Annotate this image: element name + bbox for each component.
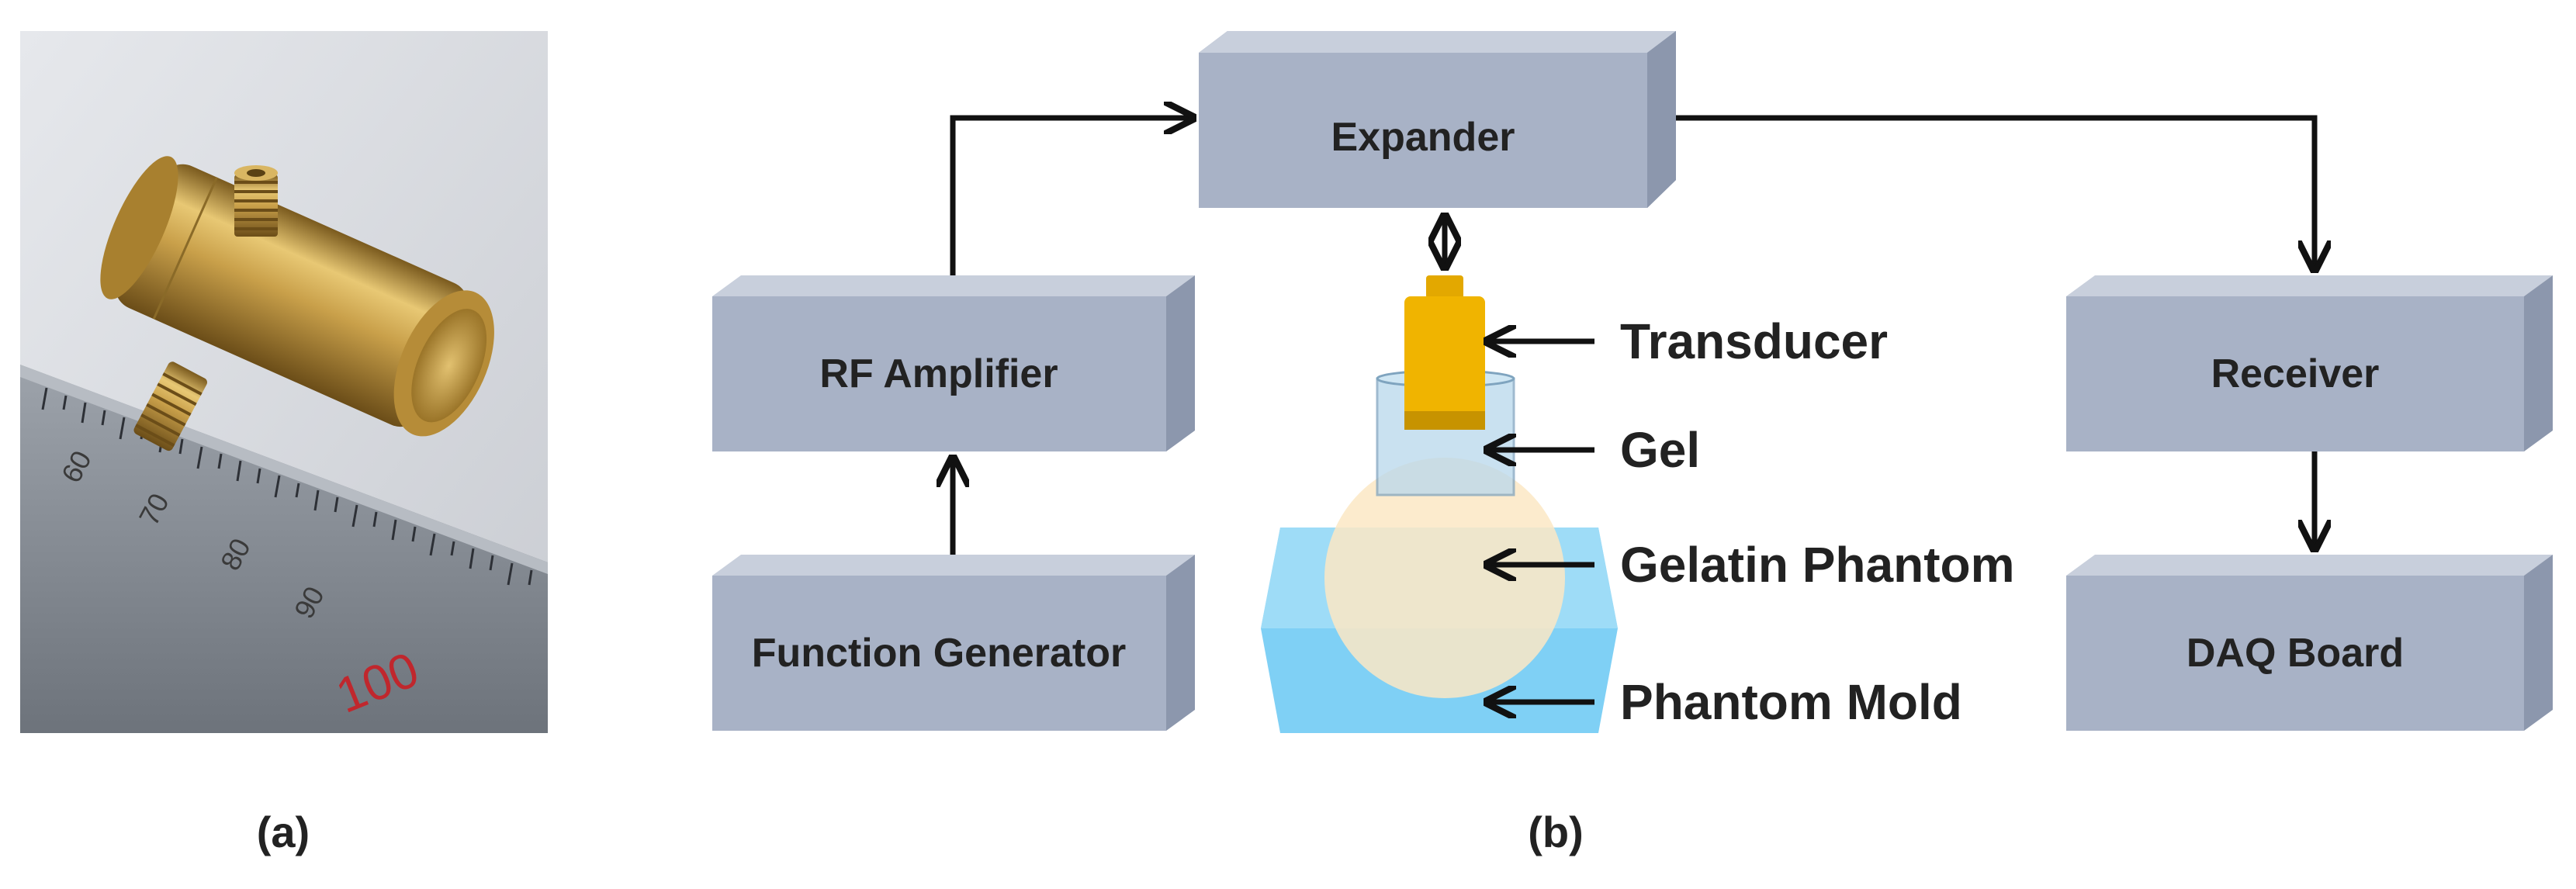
component-pointers	[1487, 341, 1594, 702]
phantom-setup	[1261, 275, 1618, 733]
panel-label-a: (a)	[257, 808, 310, 856]
label-rf-amplifier: RF Amplifier	[819, 351, 1058, 396]
label-gel: Gel	[1620, 422, 1700, 478]
label-expander: Expander	[1331, 115, 1515, 160]
block-expander	[1199, 31, 1676, 208]
panel-label-b: (b)	[1528, 808, 1584, 856]
arrow-expander-to-receiver	[1676, 115, 2315, 270]
transducer	[1404, 275, 1485, 430]
arrow-rf-to-expander	[950, 118, 1193, 275]
brass-housing	[100, 156, 494, 451]
arrows	[953, 118, 2315, 555]
block-daq-board	[2066, 555, 2553, 731]
label-phantom-mold: Phantom Mold	[1620, 674, 1962, 730]
label-transducer: Transducer	[1620, 313, 1888, 369]
label-gelatin-phantom: Gelatin Phantom	[1620, 537, 2015, 593]
block-rf-amplifier	[712, 275, 1195, 451]
label-daq-board: DAQ Board	[2186, 631, 2404, 676]
block-receiver	[2066, 275, 2553, 451]
label-receiver: Receiver	[2211, 351, 2380, 396]
gelatin-phantom	[1324, 458, 1565, 698]
block-function-generator	[712, 555, 1195, 731]
photo-transducer: 60 70 80 90 100	[20, 31, 548, 733]
label-function-generator: Function Generator	[752, 631, 1126, 676]
